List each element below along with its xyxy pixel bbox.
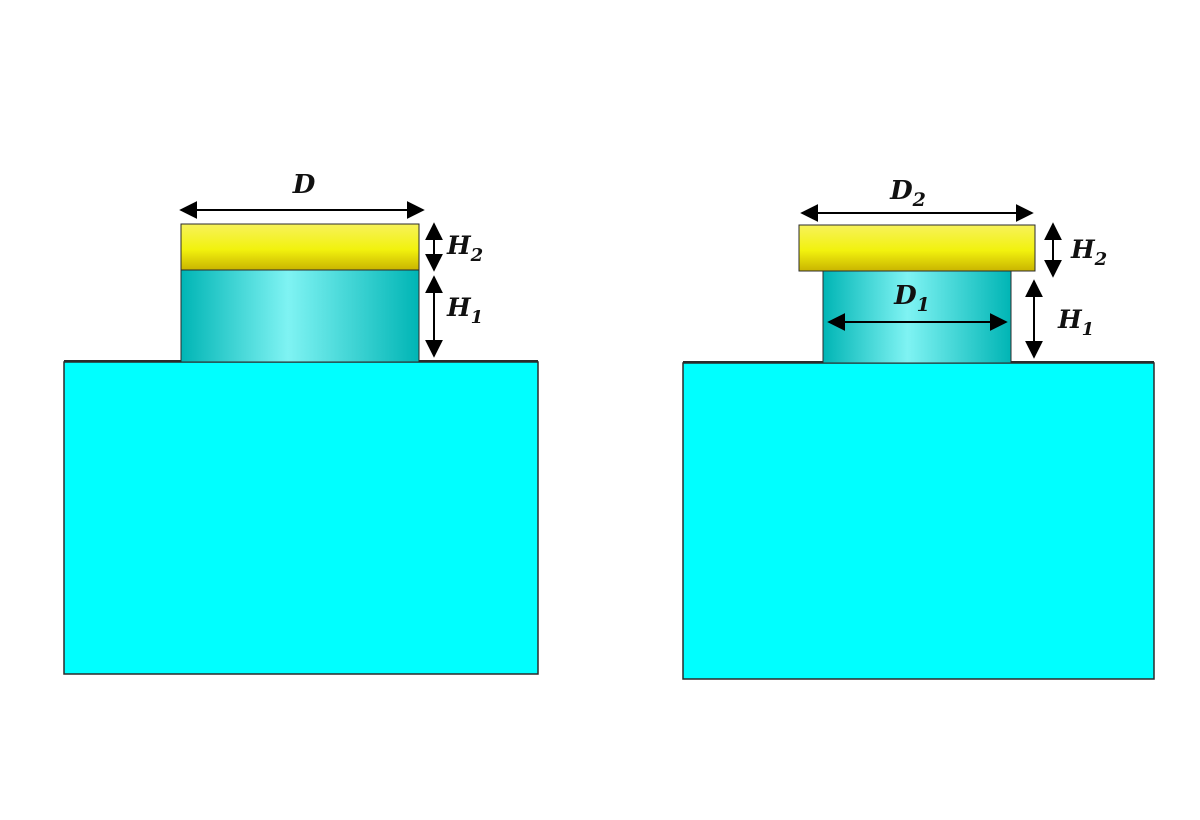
right-pillar-diameter-label: D1 xyxy=(893,281,930,316)
right-cap xyxy=(798,224,1036,272)
right-structure: D2 D1 H2 H1 xyxy=(682,176,1155,680)
left-pillar-height-label: H1 xyxy=(446,293,483,328)
left-structure: D H2 H1 xyxy=(63,170,539,675)
right-pillar-height-label: H1 xyxy=(1057,305,1094,340)
left-substrate xyxy=(63,361,539,675)
right-pillar xyxy=(822,270,1012,364)
right-cap-height-label: H2 xyxy=(1070,235,1107,270)
left-diameter-label: D xyxy=(292,170,316,200)
left-cap-height-label: H2 xyxy=(446,231,483,266)
right-substrate xyxy=(682,362,1155,680)
left-pillar xyxy=(180,269,420,363)
left-cap xyxy=(180,223,420,271)
right-cap-diameter-label: D2 xyxy=(889,176,926,211)
